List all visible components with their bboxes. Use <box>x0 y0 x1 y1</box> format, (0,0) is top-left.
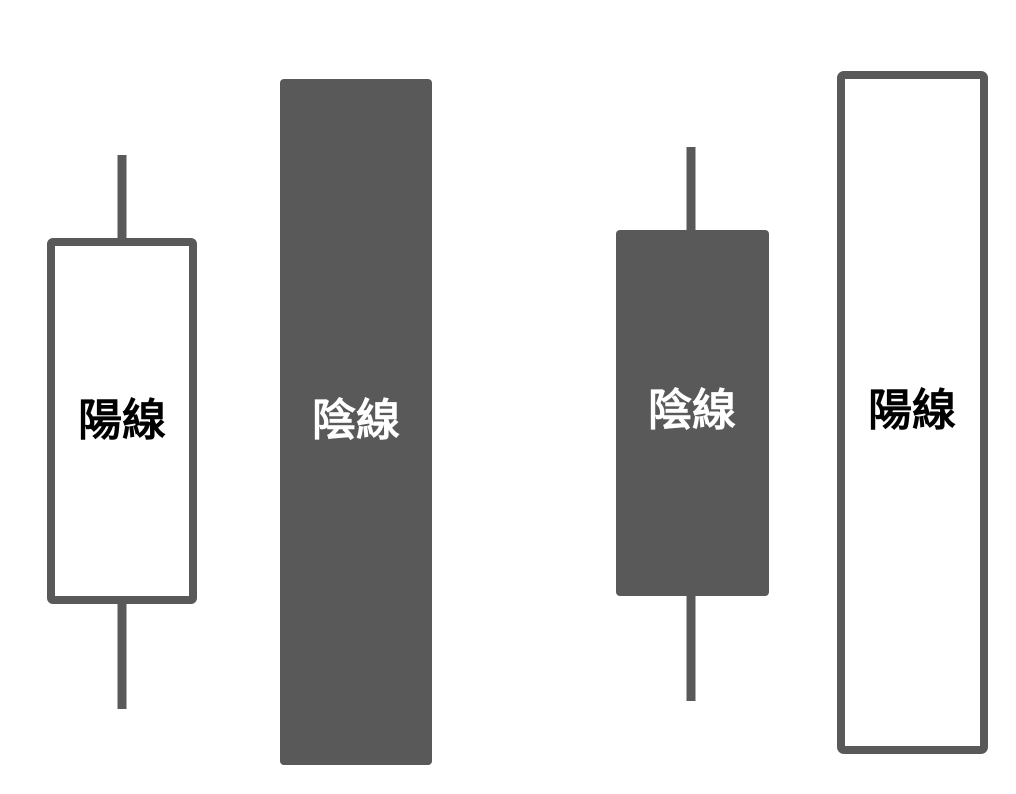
candle-bearish-no-wicks: 陰線 <box>280 79 432 765</box>
candle-label: 陰線 <box>648 385 736 436</box>
candle-bullish-with-wicks: 陽線 <box>47 155 197 709</box>
candle-label: 陽線 <box>78 395 166 446</box>
candle-bearish-with-wicks: 陰線 <box>616 147 769 701</box>
candle-body <box>616 230 769 596</box>
candle-body <box>47 238 197 604</box>
candle-label: 陰線 <box>312 395 400 446</box>
candle-body <box>837 71 988 754</box>
candle-label: 陽線 <box>868 385 956 436</box>
candle-bullish-no-wicks: 陽線 <box>837 71 988 754</box>
candle-body <box>280 79 432 765</box>
